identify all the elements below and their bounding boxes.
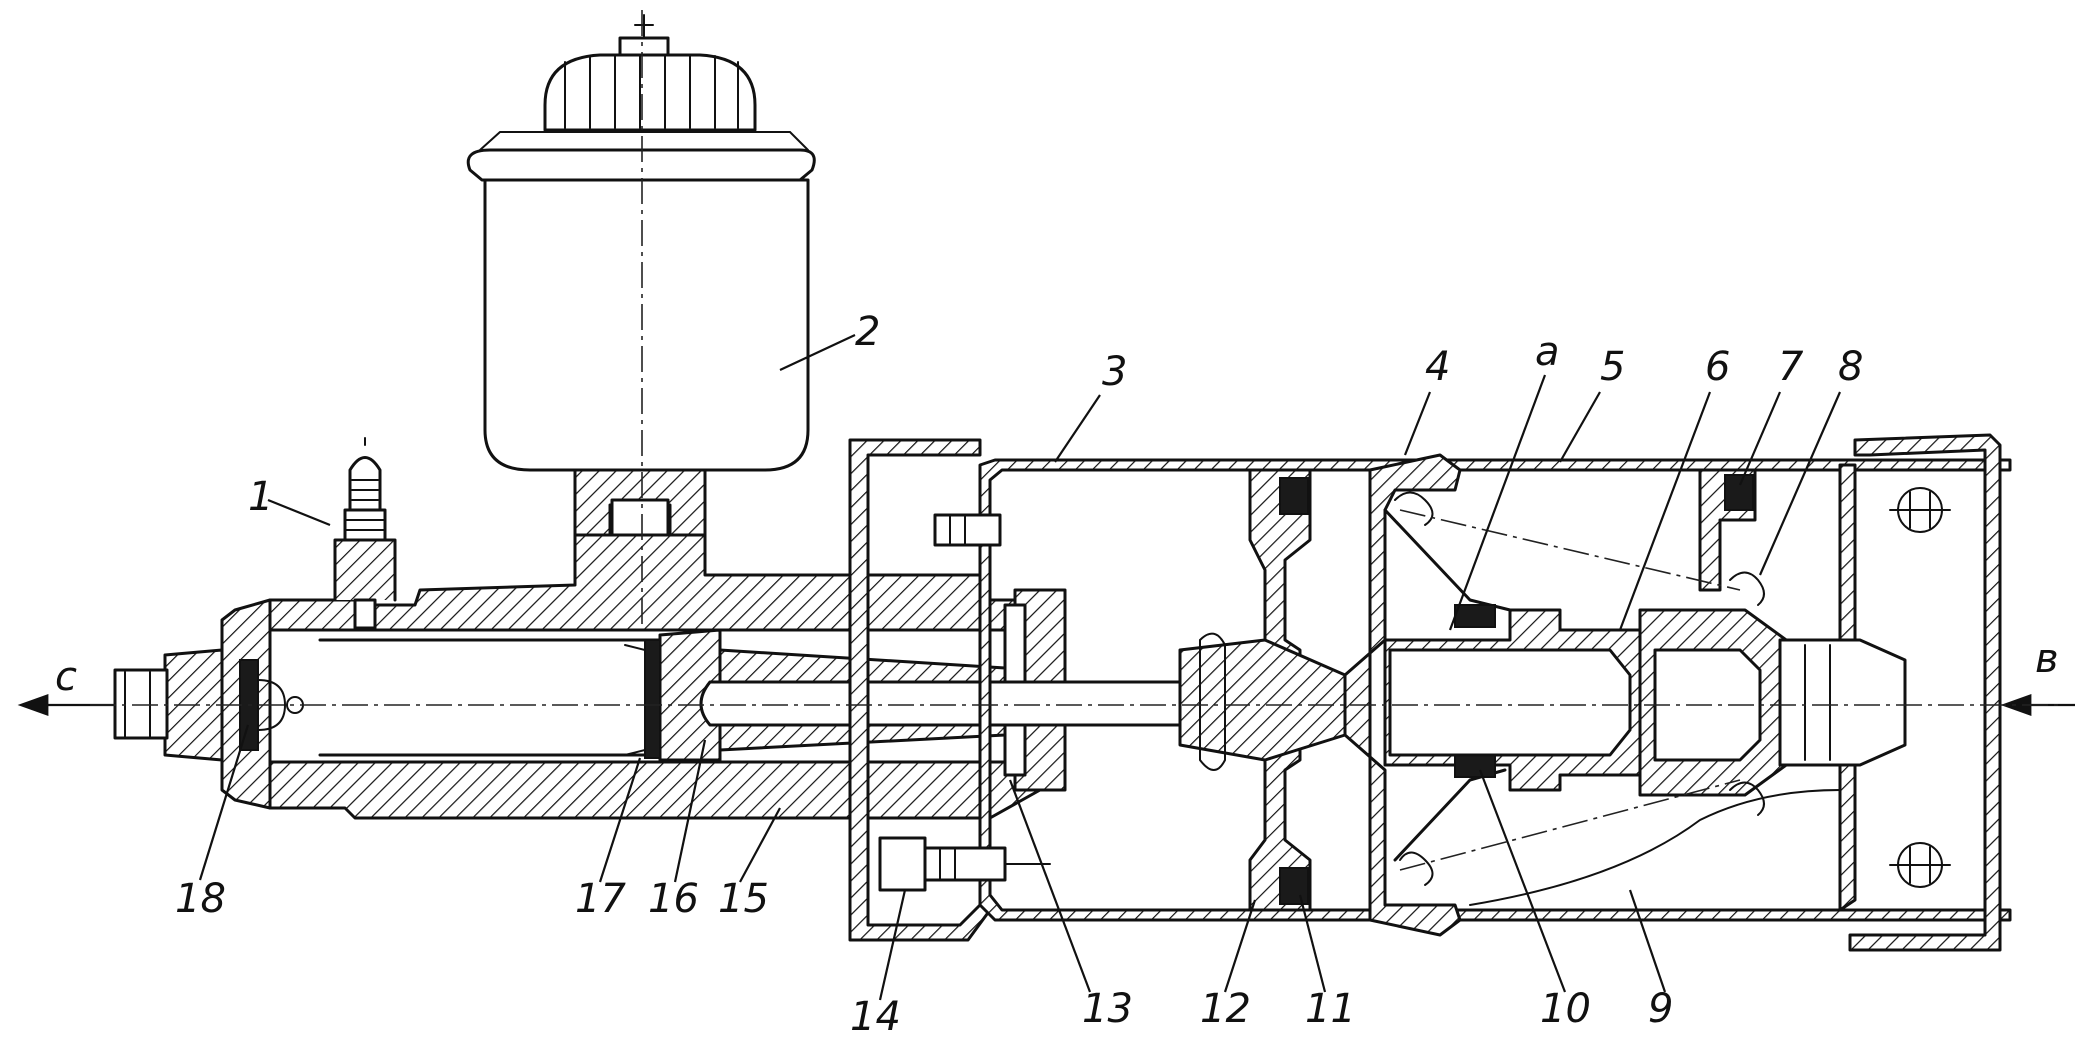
leader-17 xyxy=(598,757,642,883)
label-11: 11 xyxy=(1305,986,1356,1032)
leader-3 xyxy=(1054,394,1101,463)
leader-16 xyxy=(673,739,707,883)
label-14: 14 xyxy=(850,994,901,1040)
label-4: 4 xyxy=(1425,344,1450,390)
label-15: 15 xyxy=(718,876,769,922)
label-5: 5 xyxy=(1600,344,1625,390)
leader-12 xyxy=(1223,899,1257,993)
leader-18 xyxy=(198,724,250,881)
booster-diaphragm xyxy=(1178,453,1512,937)
label-8: 8 xyxy=(1838,344,1863,390)
label-17: 17 xyxy=(575,876,626,922)
label-6: 6 xyxy=(1705,344,1730,390)
leader-4 xyxy=(1403,391,1432,456)
leader-a xyxy=(1448,374,1547,631)
bleeder-fitting xyxy=(333,437,397,630)
leader-2 xyxy=(779,334,856,371)
valve-assembly xyxy=(1383,468,1907,906)
booster-housing xyxy=(848,433,2012,952)
leader-10 xyxy=(1478,769,1567,993)
leader-14 xyxy=(878,889,907,1001)
label-2: 2 xyxy=(855,309,880,355)
master-piston xyxy=(624,628,1182,762)
label-10: 10 xyxy=(1540,986,1591,1032)
label-1: 1 xyxy=(248,474,273,520)
leader-15 xyxy=(739,807,781,883)
label-a: a xyxy=(1535,329,1560,375)
leader-13 xyxy=(1008,779,1092,993)
leader-1 xyxy=(267,498,331,527)
label-12: 12 xyxy=(1200,986,1251,1032)
label-3: 3 xyxy=(1102,349,1127,395)
leader-11 xyxy=(1298,894,1327,993)
label-16: 16 xyxy=(648,876,699,922)
label-13: 13 xyxy=(1082,986,1133,1032)
label-7: 7 xyxy=(1778,344,1804,390)
leader-9 xyxy=(1628,889,1667,993)
leader-6 xyxy=(1618,391,1712,631)
leader-8 xyxy=(1758,391,1842,576)
label-c: c xyxy=(55,654,77,700)
leader-7 xyxy=(1738,391,1782,486)
leader-5 xyxy=(1559,391,1601,463)
label-9: 9 xyxy=(1648,986,1673,1032)
label-18: 18 xyxy=(175,876,226,922)
label-b: в xyxy=(2035,636,2059,682)
